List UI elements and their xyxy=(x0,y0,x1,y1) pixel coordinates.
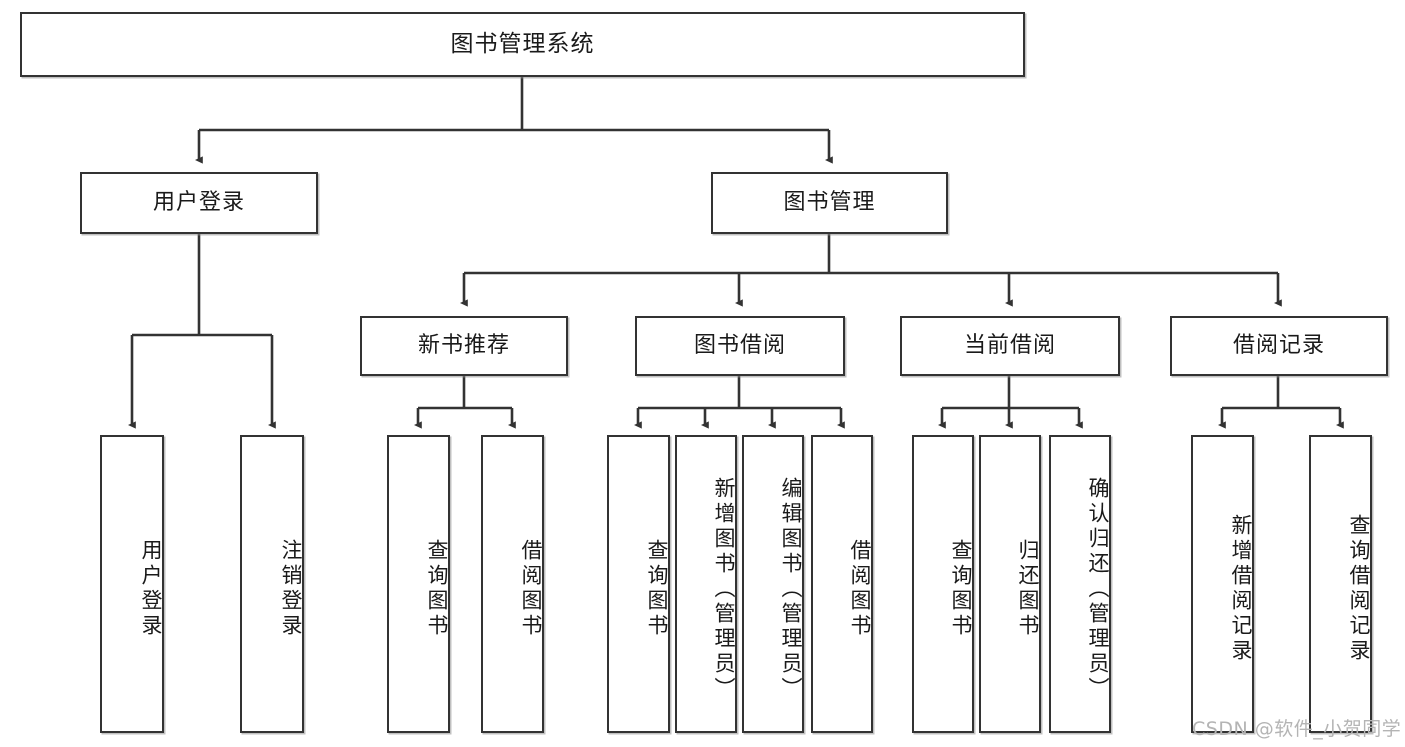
node-label: 新增借阅记录 xyxy=(1229,514,1253,664)
node-label: 归还图书 xyxy=(1016,539,1040,639)
node-label: 图书借阅 xyxy=(693,332,786,358)
node-label: 编辑图书（管理员） xyxy=(779,476,803,702)
node-new-book-recommendation[interactable]: 新书推荐 xyxy=(360,316,568,376)
node-label: 确认归还（管理员） xyxy=(1086,476,1110,702)
csdn-watermark: CSDN @软件_小贺同学 xyxy=(1192,718,1402,740)
leaf-current-borrow-query-book[interactable]: 查询图书 xyxy=(912,435,974,733)
node-user-login[interactable]: 用户登录 xyxy=(80,172,318,234)
node-borrow-record[interactable]: 借阅记录 xyxy=(1170,316,1388,376)
node-book-borrow[interactable]: 图书借阅 xyxy=(635,316,845,376)
leaf-current-borrow-confirm-return-admin[interactable]: 确认归还（管理员） xyxy=(1049,435,1111,733)
node-root-book-management-system[interactable]: 图书管理系统 xyxy=(20,12,1025,77)
node-current-borrow[interactable]: 当前借阅 xyxy=(900,316,1120,376)
node-label: 用户登录 xyxy=(152,189,245,215)
node-label: 图书管理系统 xyxy=(450,30,595,57)
leaf-book-borrow-edit-book-admin[interactable]: 编辑图书（管理员） xyxy=(742,435,804,733)
leaf-book-borrow-borrow-book[interactable]: 借阅图书 xyxy=(811,435,873,733)
leaf-book-borrow-add-book-admin[interactable]: 新增图书（管理员） xyxy=(675,435,737,733)
node-label: 查询图书 xyxy=(425,539,449,639)
node-label: 借阅图书 xyxy=(848,539,872,639)
node-label: 查询借阅记录 xyxy=(1347,514,1371,664)
leaf-user-logout[interactable]: 注销登录 xyxy=(240,435,304,733)
node-label: 新书推荐 xyxy=(417,332,510,358)
node-label: 注销登录 xyxy=(279,539,303,639)
leaf-current-borrow-return-book[interactable]: 归还图书 xyxy=(979,435,1041,733)
node-label: 新增图书（管理员） xyxy=(712,476,736,702)
node-book-management[interactable]: 图书管理 xyxy=(711,172,948,234)
node-label: 查询图书 xyxy=(645,539,669,639)
node-label: 查询图书 xyxy=(949,539,973,639)
leaf-borrow-record-add-record[interactable]: 新增借阅记录 xyxy=(1191,435,1254,733)
node-label: 当前借阅 xyxy=(963,332,1056,358)
leaf-new-book-borrow-book[interactable]: 借阅图书 xyxy=(481,435,544,733)
node-label: 用户登录 xyxy=(139,539,163,639)
node-label: 借阅记录 xyxy=(1232,332,1325,358)
leaf-borrow-record-query-record[interactable]: 查询借阅记录 xyxy=(1309,435,1372,733)
node-label: 图书管理 xyxy=(783,189,876,215)
leaf-book-borrow-query-book[interactable]: 查询图书 xyxy=(607,435,670,733)
node-label: 借阅图书 xyxy=(519,539,543,639)
leaf-user-login[interactable]: 用户登录 xyxy=(100,435,164,733)
leaf-new-book-query-book[interactable]: 查询图书 xyxy=(387,435,450,733)
